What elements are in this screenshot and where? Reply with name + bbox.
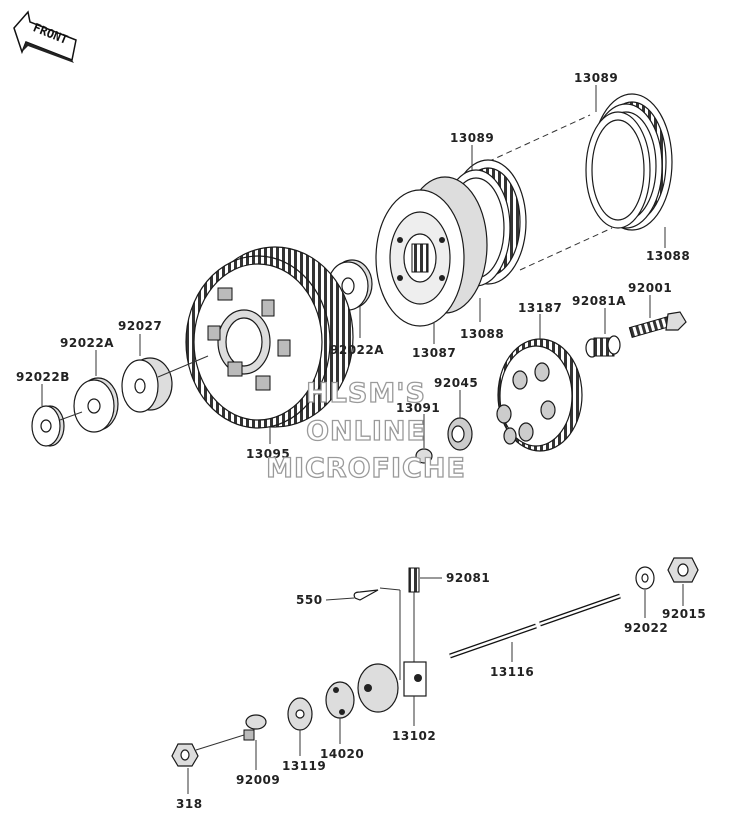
bolt-92001 [628,311,687,338]
label-92081: 92081 [446,571,490,585]
leader-lines [41,85,684,794]
outer-gear-13095 [185,246,354,429]
watermark-line2: ONLINE [306,416,426,447]
label-92022A-left: 92022A [60,336,114,350]
label-13095: 13095 [246,447,290,461]
label-13088-mid: 13088 [460,327,504,341]
pressure-plate-13187 [496,338,583,452]
clutch-hub-13087 [375,176,488,327]
label-13187: 13187 [518,301,562,315]
label-92015: 92015 [662,607,706,621]
label-14020: 14020 [320,747,364,761]
washer-92022 [635,566,655,590]
lever-plate-14020 [325,681,355,719]
watermark-line1: HLSM'S [306,378,426,409]
washer-92022B [31,405,65,447]
screw-92009 [243,714,267,741]
label-92045: 92045 [434,376,478,390]
label-13119: 13119 [282,759,326,773]
label-13088-right: 13088 [646,249,690,263]
cotter-pin-550 [353,589,379,601]
watermark-line3: MICROFICHE [266,453,466,484]
label-13116: 13116 [490,665,534,679]
label-92022B: 92022B [16,370,70,384]
label-13091: 13091 [396,401,440,415]
label-318: 318 [176,797,203,811]
pushrod-13116 [449,593,621,659]
label-92081A: 92081A [572,294,626,308]
bearing-92045 [447,417,473,451]
release-lever-13102 [357,661,427,713]
clutch-plates-13089 [585,93,673,231]
label-13102: 13102 [392,729,436,743]
spring-92081 [408,567,420,593]
label-13089-top: 13089 [574,71,618,85]
nut-318 [171,743,199,767]
front-arrow-icon: FRONT [13,10,77,63]
label-92009: 92009 [236,773,280,787]
cam-13119 [287,697,313,731]
label-92022: 92022 [624,621,668,635]
label-13089-mid: 13089 [450,131,494,145]
washer-92022A-left [73,377,119,433]
part-labels: 13089 13089 13088 92001 92081A 13187 130… [16,71,706,811]
label-92001: 92001 [628,281,672,295]
label-550: 550 [296,593,323,607]
spacer-92027 [121,357,173,413]
label-92022A-right: 92022A [330,343,384,357]
spring-92081A [585,335,621,358]
watermark: HLSM'S ONLINE MICROFICHE [265,377,466,484]
label-92027: 92027 [118,319,162,333]
label-13087: 13087 [412,346,456,360]
nut-92015 [667,557,699,583]
pushrod-end-13091 [415,448,433,464]
